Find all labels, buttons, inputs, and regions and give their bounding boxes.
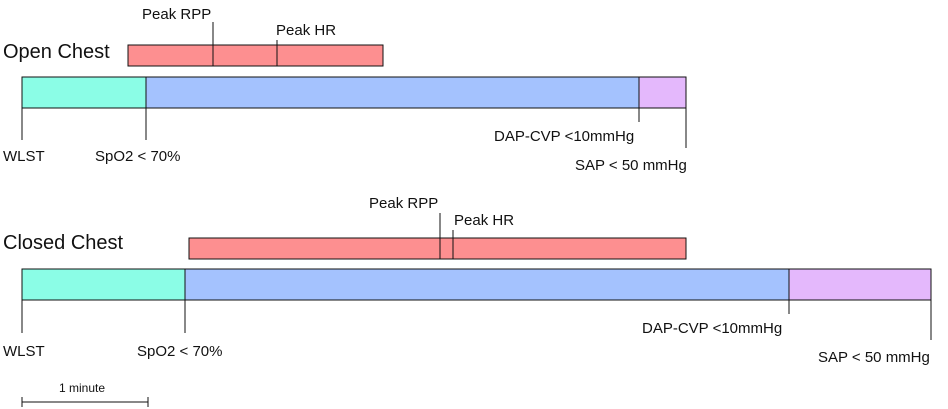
scale-bar-label: 1 minute [59, 381, 105, 395]
open-peak-window-bar [127, 44, 384, 67]
closed-chest-panel: Closed Chest Peak RPP Peak HR WLST SpO2 … [3, 195, 932, 366]
open-chest-title: Open Chest [3, 41, 110, 63]
open-spo2-label: SpO2 < 70% [95, 148, 180, 165]
open-teal-segment [21, 76, 147, 109]
closed-teal-segment [21, 268, 186, 301]
open-dap-cvp-label: DAP-CVP <10mmHg [494, 128, 634, 145]
closed-spo2-label: SpO2 < 70% [137, 343, 222, 360]
closed-chest-title: Closed Chest [3, 232, 124, 254]
closed-peak-rpp-label: Peak RPP [369, 195, 438, 212]
open-chest-panel: Open Chest Peak RPP Peak HR WLST SpO2 < … [3, 6, 687, 174]
closed-wlst-label: WLST [3, 343, 45, 360]
scale-bar: 1 minute [21, 381, 149, 407]
open-wlst-label: WLST [3, 148, 45, 165]
closed-sap-label: SAP < 50 mmHg [818, 349, 930, 366]
open-blue-segment [145, 76, 640, 109]
closed-peak-window-bar [188, 237, 687, 260]
open-peak-rpp-label: Peak RPP [142, 6, 211, 23]
closed-lavender-segment [788, 268, 932, 301]
open-peak-hr-label: Peak HR [276, 22, 336, 39]
closed-dap-cvp-label: DAP-CVP <10mmHg [642, 320, 782, 337]
open-lavender-segment [638, 76, 687, 109]
open-sap-label: SAP < 50 mmHg [575, 157, 687, 174]
closed-peak-hr-label: Peak HR [454, 212, 514, 229]
closed-blue-segment [184, 268, 790, 301]
